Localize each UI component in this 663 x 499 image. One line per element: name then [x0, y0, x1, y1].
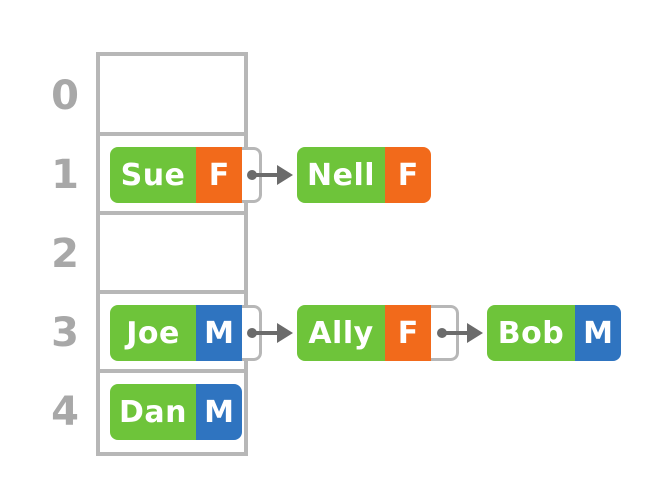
- node-name: Joe: [110, 305, 196, 361]
- next-arrow: [247, 323, 293, 343]
- node-name: Nell: [297, 147, 385, 203]
- arrow-head: [277, 165, 293, 185]
- next-arrow: [247, 165, 293, 185]
- bucket-index-1: 1: [51, 152, 79, 198]
- node-name: Sue: [110, 147, 196, 203]
- gender-badge-male: M: [196, 384, 242, 440]
- node-name: Ally: [297, 305, 385, 361]
- node-ally: Ally F: [297, 305, 459, 361]
- arrow-shaft: [443, 331, 469, 335]
- node-name: Dan: [110, 384, 196, 440]
- node-joe: Joe M: [110, 305, 262, 361]
- gender-badge-male: M: [196, 305, 242, 361]
- arrow-head: [277, 323, 293, 343]
- bucket-index-0: 0: [51, 73, 79, 119]
- bucket-slot-2: [96, 211, 248, 294]
- node-nell: Nell F: [297, 147, 431, 203]
- arrow-origin-dot: [247, 170, 257, 180]
- node-bob: Bob M: [487, 305, 621, 361]
- node-sue: Sue F: [110, 147, 262, 203]
- arrow-origin-dot: [247, 328, 257, 338]
- node-name: Bob: [487, 305, 575, 361]
- next-arrow: [437, 323, 483, 343]
- bucket-slot-0: [96, 52, 248, 136]
- arrow-origin-dot: [437, 328, 447, 338]
- arrow-head: [467, 323, 483, 343]
- arrow-shaft: [253, 331, 279, 335]
- bucket-index-4: 4: [51, 389, 79, 435]
- gender-badge-female: F: [385, 305, 431, 361]
- node-dan: Dan M: [110, 384, 242, 440]
- bucket-index-3: 3: [51, 310, 79, 356]
- gender-badge-female: F: [385, 147, 431, 203]
- gender-badge-male: M: [575, 305, 621, 361]
- gender-badge-female: F: [196, 147, 242, 203]
- bucket-index-2: 2: [51, 231, 79, 277]
- arrow-shaft: [253, 173, 279, 177]
